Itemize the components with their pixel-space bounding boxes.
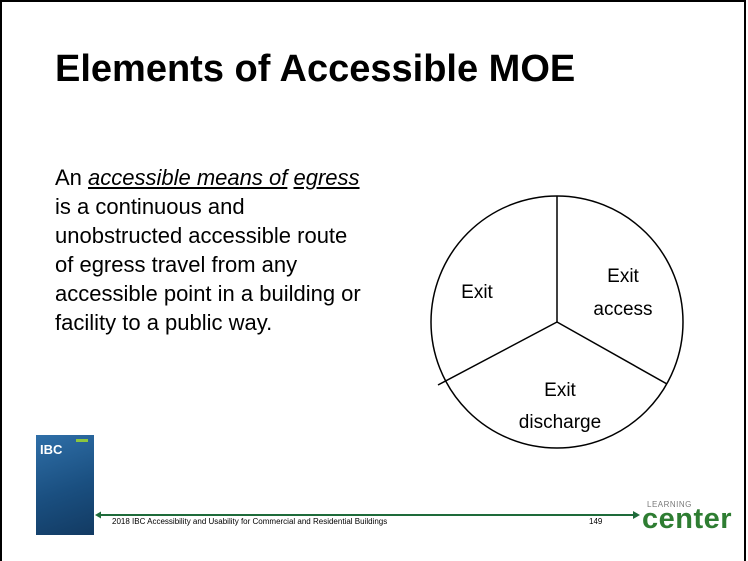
defined-term-part2: egress	[293, 165, 360, 190]
body-paragraph: An accessible means of egress is a conti…	[55, 163, 365, 337]
page-number: 149	[589, 517, 603, 526]
footer-rule	[95, 511, 640, 519]
footer-arrow-left-icon	[95, 511, 101, 519]
footer-course-title: 2018 IBC Accessibility and Usability for…	[112, 517, 388, 526]
footer-arrow-right-icon	[633, 511, 640, 519]
ibc-book-cover-icon: IBC	[36, 435, 94, 535]
divider-right	[556, 321, 668, 385]
body-prefix: An	[55, 165, 89, 190]
defined-term-part1: accessible means of	[88, 165, 288, 190]
book-stripe	[76, 439, 88, 442]
body-rest: is a continuous and unobstructed accessi…	[55, 194, 361, 335]
segment-exit-label: Exit	[461, 282, 493, 303]
learning-center-logo: LEARNING center	[642, 500, 742, 540]
logo-big-text: center	[642, 503, 733, 535]
divider-left	[437, 321, 558, 386]
segment-exit-access-line1: Exit	[607, 266, 639, 287]
slide-title: Elements of Accessible MOE	[55, 48, 576, 90]
moe-pie-diagram: Exit Exit access Exit discharge	[430, 195, 684, 449]
segment-exit-discharge-line1: Exit	[544, 380, 576, 401]
logo-small-text: LEARNING	[647, 500, 692, 509]
book-label: IBC	[40, 442, 63, 457]
segment-exit-access-line2: access	[593, 299, 652, 320]
segment-exit-discharge-line2: discharge	[519, 412, 601, 433]
